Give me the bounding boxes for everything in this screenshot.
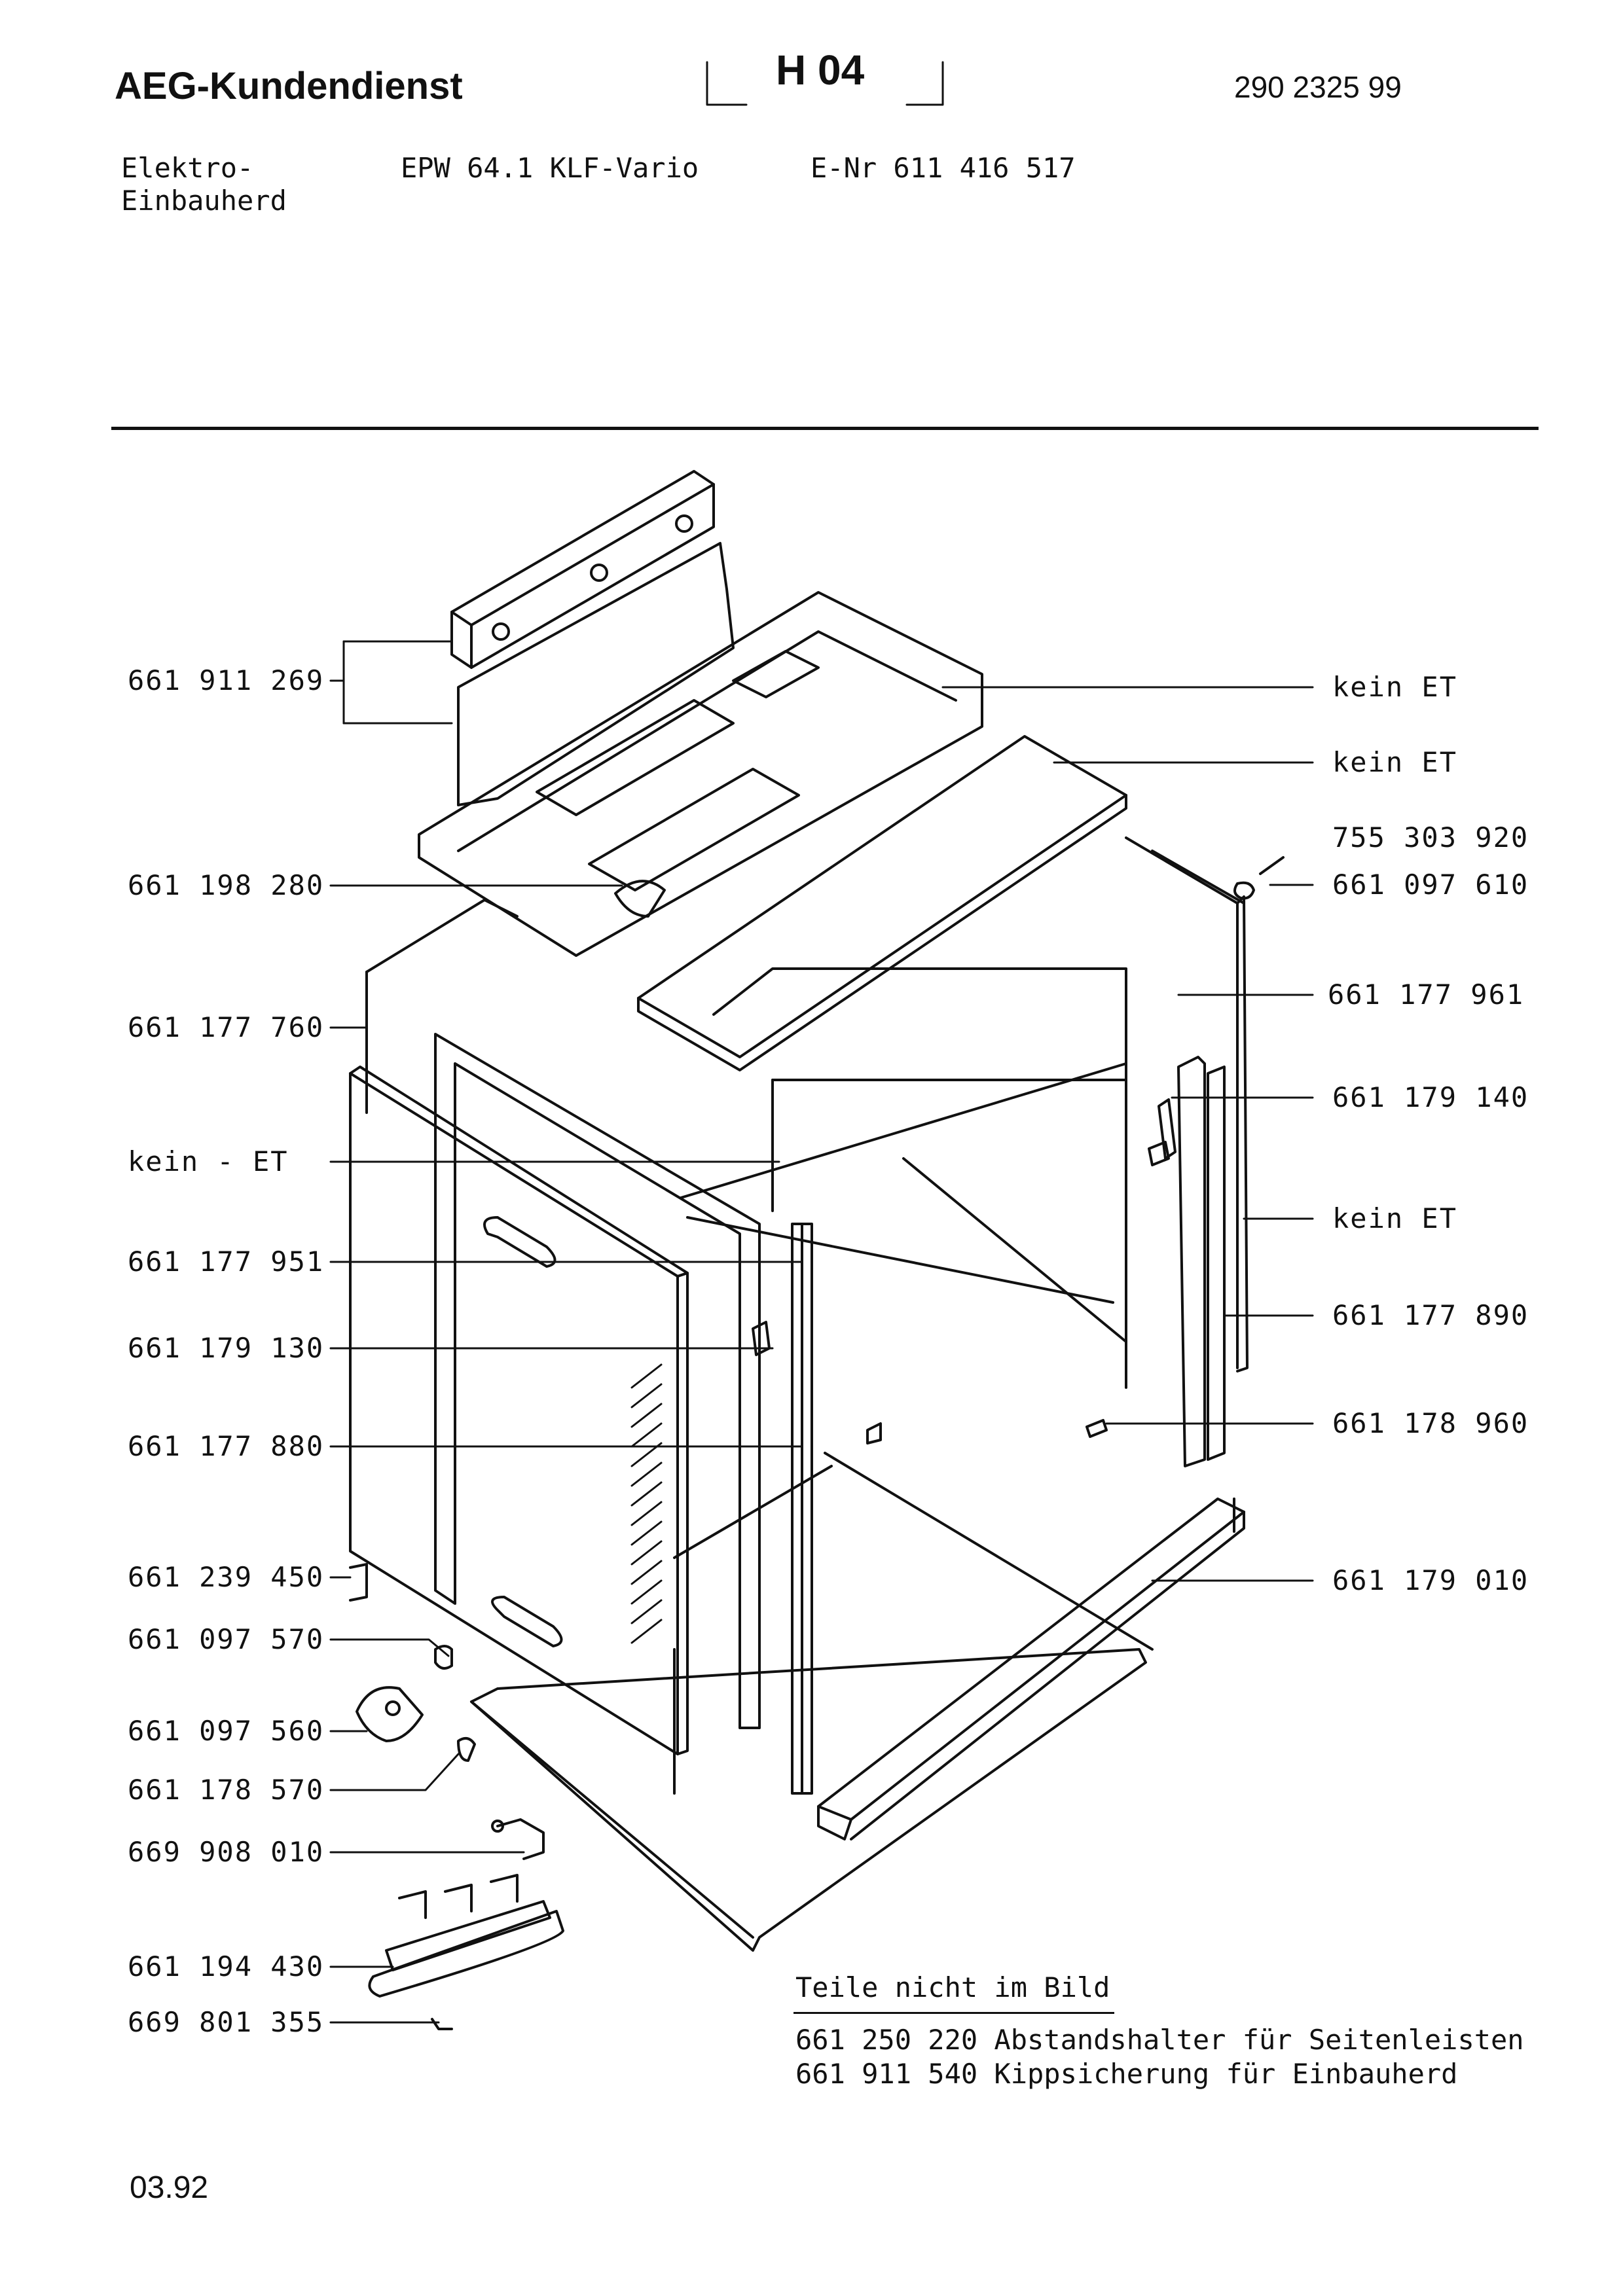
sheet-code: H 04	[776, 46, 865, 94]
brand-title: AEG-Kundendienst	[115, 65, 463, 107]
bottom-frame-part	[470, 1452, 1154, 1952]
hardware-parts	[349, 856, 1285, 2030]
control-panel-part	[450, 470, 735, 806]
callout-left-12: 669 908 010	[128, 1836, 325, 1868]
front-frame-part	[434, 1033, 813, 1795]
callout-right-6: 661 179 140	[1332, 1081, 1529, 1113]
parts-not-in-picture: Teile nicht im Bild 661 250 220 Abstands…	[793, 1971, 1524, 2096]
callout-left-3: 661 177 760	[128, 1011, 325, 1043]
callout-left-11: 661 178 570	[128, 1774, 325, 1806]
callout-right-1: kein ET	[1332, 671, 1458, 703]
product-model: EPW 64.1 KLF-Vario	[401, 152, 699, 184]
callout-right-2: kein ET	[1332, 746, 1458, 778]
callout-right-3: 755 303 920	[1332, 821, 1529, 853]
title-underline	[793, 2012, 1114, 2014]
leader-lines	[329, 640, 1314, 2024]
callout-left-2: 661 198 280	[128, 869, 325, 901]
callout-left-14: 669 801 355	[128, 2006, 325, 2038]
top-cover-part	[418, 591, 983, 957]
callout-left-7: 661 177 880	[128, 1430, 325, 1462]
callout-right-8: 661 177 890	[1332, 1299, 1529, 1331]
callout-left-9: 661 097 570	[128, 1623, 325, 1655]
sheet-code-brackets	[706, 61, 944, 106]
callout-right-4: 661 097 610	[1332, 869, 1529, 901]
product-category-line1: Elektro-	[121, 152, 254, 184]
product-e-number: E-Nr 611 416 517	[811, 152, 1076, 184]
left-side-panel-part	[349, 1066, 689, 1755]
document-number: 290 2325 99	[1234, 70, 1402, 104]
callout-right-7: kein ET	[1332, 1202, 1458, 1234]
callout-right-10: 661 179 010	[1332, 1564, 1529, 1596]
front-top-panel-part	[637, 735, 1127, 1071]
right-rails-part	[1158, 895, 1249, 1467]
callout-left-10: 661 097 560	[128, 1715, 325, 1747]
footer-date: 03.92	[130, 2170, 209, 2205]
callout-left-13: 661 194 430	[128, 1950, 325, 1982]
callout-left-5: 661 177 951	[128, 1246, 325, 1278]
callout-right-5: 661 177 961	[1328, 978, 1525, 1011]
callout-left-6: 661 179 130	[128, 1332, 325, 1364]
front-crossbar-part	[817, 1498, 1245, 1840]
callout-left-4: kein - ET	[128, 1145, 289, 1177]
carcass-part	[365, 836, 1245, 1559]
header-rule	[111, 427, 1539, 430]
not-in-picture-item-1: 661 250 220 Abstandshalter für Seitenlei…	[795, 2024, 1524, 2056]
callout-left-8: 661 239 450	[128, 1561, 325, 1593]
callout-left-1: 661 911 269	[128, 664, 325, 696]
not-in-picture-item-2: 661 911 540 Kippsicherung für Einbauherd	[795, 2058, 1458, 2090]
callout-right-9: 661 178 960	[1332, 1407, 1529, 1439]
not-in-picture-title: Teile nicht im Bild	[795, 1971, 1110, 2003]
product-category-line2: Einbauherd	[121, 185, 287, 217]
